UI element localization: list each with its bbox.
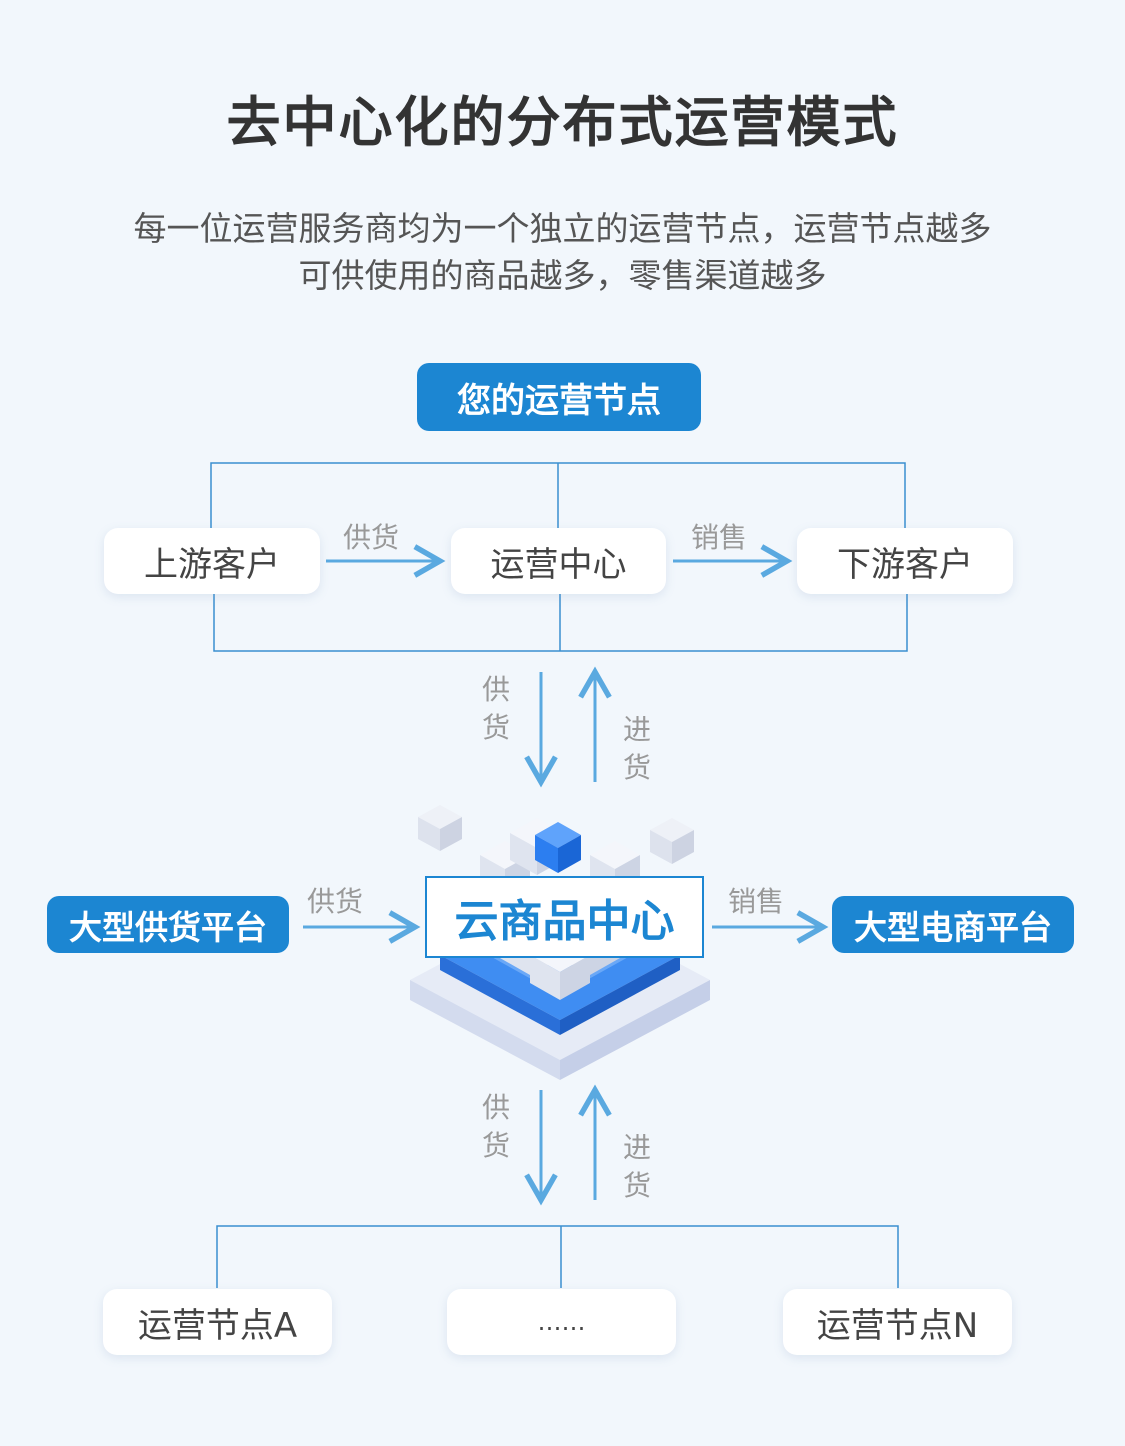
hub-right-sell-label: 销售 bbox=[728, 885, 785, 918]
supply-platform-badge: 大型供货平台 bbox=[47, 896, 289, 953]
page-title: 去中心化的分布式运营模式 bbox=[226, 91, 899, 154]
subtitle-line-1: 每一位运营服务商均为一个独立的运营节点，运营节点越多 bbox=[133, 209, 992, 248]
upstream-customer-card: 上游客户 bbox=[104, 528, 320, 594]
cloud-goods-center-box: 云商品中心 bbox=[425, 876, 704, 958]
upstream-supply-label: 供货 bbox=[343, 521, 400, 554]
top-down-label: 供货 bbox=[481, 673, 510, 744]
bottom-up-label: 进货 bbox=[622, 1131, 651, 1202]
downstream-sell-label: 销售 bbox=[691, 521, 748, 554]
top-up-label: 进货 bbox=[622, 713, 651, 784]
subtitle: 每一位运营服务商均为一个独立的运营节点，运营节点越多 可供使用的商品越多，零售渠… bbox=[0, 205, 1125, 299]
hub-left-supply-label: 供货 bbox=[307, 885, 364, 918]
node-ellipsis-card: …… bbox=[447, 1289, 676, 1355]
operation-center-card: 运营中心 bbox=[451, 528, 666, 594]
node-a-card: 运营节点A bbox=[103, 1289, 332, 1355]
lower-bracket bbox=[216, 1225, 899, 1288]
your-node-badge: 您的运营节点 bbox=[417, 363, 701, 431]
upper-bracket bbox=[210, 462, 908, 652]
node-n-card: 运营节点N bbox=[783, 1289, 1012, 1355]
subtitle-line-2: 可供使用的商品越多，零售渠道越多 bbox=[298, 256, 827, 295]
ecommerce-platform-badge: 大型电商平台 bbox=[832, 896, 1074, 953]
downstream-customer-card: 下游客户 bbox=[797, 528, 1013, 594]
bottom-down-label: 供货 bbox=[481, 1091, 510, 1162]
